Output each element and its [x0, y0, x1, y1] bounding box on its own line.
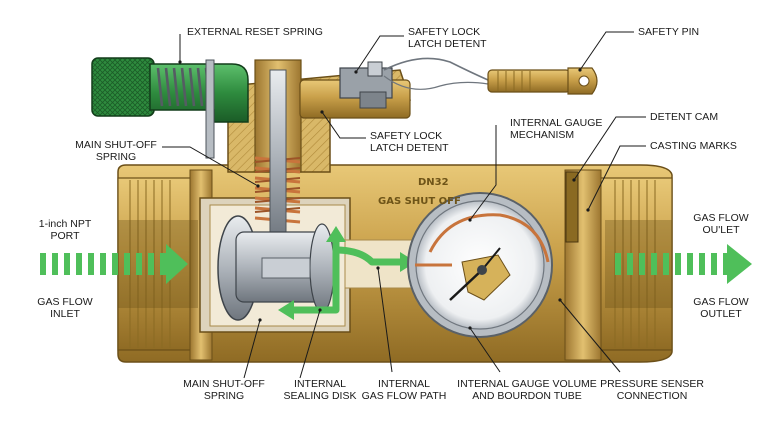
external-reset-spring: [156, 67, 212, 107]
label-gas-flow-outlet-bottom: GAS FLOW OUTLET: [686, 296, 756, 320]
label-line: PORT: [50, 230, 80, 242]
pressure-gauge: [407, 192, 553, 338]
label-internal-gauge-mechanism: INTERNAL GAUGE MECHANISM: [510, 117, 602, 141]
label-detent-cam: DETENT CAM: [650, 111, 719, 123]
label-line: 1-inch NPT: [38, 218, 92, 230]
detent-cam: [565, 171, 579, 243]
label-internal-gauge-volume: INTERNAL GAUGE VOLUME AND BOURDON TUBE: [452, 378, 602, 402]
label-line: MECHANISM: [510, 129, 575, 141]
internal-flow-arrowhead-left: [278, 300, 294, 320]
label-line: OU'LET: [702, 224, 740, 236]
label-line: SAFETY LOCK: [370, 130, 443, 142]
label-pressure-sensor-connection: PRESSURE SENSER CONNECTION: [592, 378, 712, 402]
label-line: SPRING: [203, 390, 245, 402]
label-line: LATCH DETENT: [370, 142, 449, 154]
label-gas-flow-outlet-top: GAS FLOW OU'LET: [686, 212, 756, 236]
reset-spring-bracket: [205, 59, 215, 159]
label-line: MAIN SHUT-OFF: [183, 378, 265, 390]
label-line: SEALING DISK: [283, 390, 357, 402]
size-engraving: DN32: [418, 177, 449, 188]
label-main-shutoff-spring-top: MAIN SHUT-OFF SPRING: [68, 139, 164, 163]
label-line: GAS FLOW: [693, 296, 749, 308]
casting-engraving: GAS SHUT OFF: [378, 196, 461, 207]
valve-stem: [269, 69, 287, 241]
label-line: INTERNAL GAUGE: [510, 117, 603, 129]
label-gas-flow-inlet: GAS FLOW INLET: [26, 296, 104, 320]
label-line: OUTLET: [700, 308, 742, 320]
label-internal-sealing-disk: INTERNAL SEALING DISK: [276, 378, 364, 402]
label-line: CONNECTION: [616, 390, 688, 402]
inlet-flow-arrow: [40, 244, 188, 284]
label-npt-port: 1-inch NPT PORT: [26, 218, 104, 242]
label-safety-lock-latch-detent-top: SAFETY LOCK LATCH DETENT: [408, 26, 487, 50]
label-safety-lock-latch-detent-mid: SAFETY LOCK LATCH DETENT: [370, 130, 449, 154]
label-line: SAFETY LOCK: [408, 26, 481, 38]
internal-flow-arrows: [292, 240, 402, 314]
outlet-flow-arrow: [615, 244, 752, 284]
label-line: INLET: [50, 308, 80, 320]
label-line: GAS FLOW: [693, 212, 749, 224]
label-casting-marks: CASTING MARKS: [650, 140, 737, 152]
label-line: INTERNAL GAUGE VOLUME: [457, 378, 597, 390]
label-line: INTERNAL: [294, 378, 346, 390]
label-line: SPRING: [95, 151, 137, 163]
label-line: INTERNAL: [378, 378, 430, 390]
internal-flow-arrowhead-up: [326, 226, 346, 242]
safety-lock-latch: [339, 61, 393, 109]
label-safety-pin: SAFETY PIN: [638, 26, 700, 38]
label-line: PRESSURE SENSER: [600, 378, 704, 390]
reset-knob[interactable]: [91, 57, 249, 123]
safety-pin[interactable]: [383, 57, 598, 95]
label-line: GAS FLOW: [37, 296, 93, 308]
label-internal-gas-flow-path: INTERNAL GAS FLOW PATH: [356, 378, 452, 402]
label-main-shutoff-spring-bottom: MAIN SHUT-OFF SPRING: [174, 378, 274, 402]
label-external-reset-spring: EXTERNAL RESET SPRING: [187, 26, 323, 38]
label-line: MAIN SHUT-OFF: [75, 139, 157, 151]
label-line: GAS FLOW PATH: [361, 390, 447, 402]
leader-lines: [162, 31, 646, 379]
sealing-disk: [217, 215, 335, 321]
label-line: AND BOURDON TUBE: [472, 390, 582, 402]
label-line: LATCH DETENT: [408, 38, 487, 50]
